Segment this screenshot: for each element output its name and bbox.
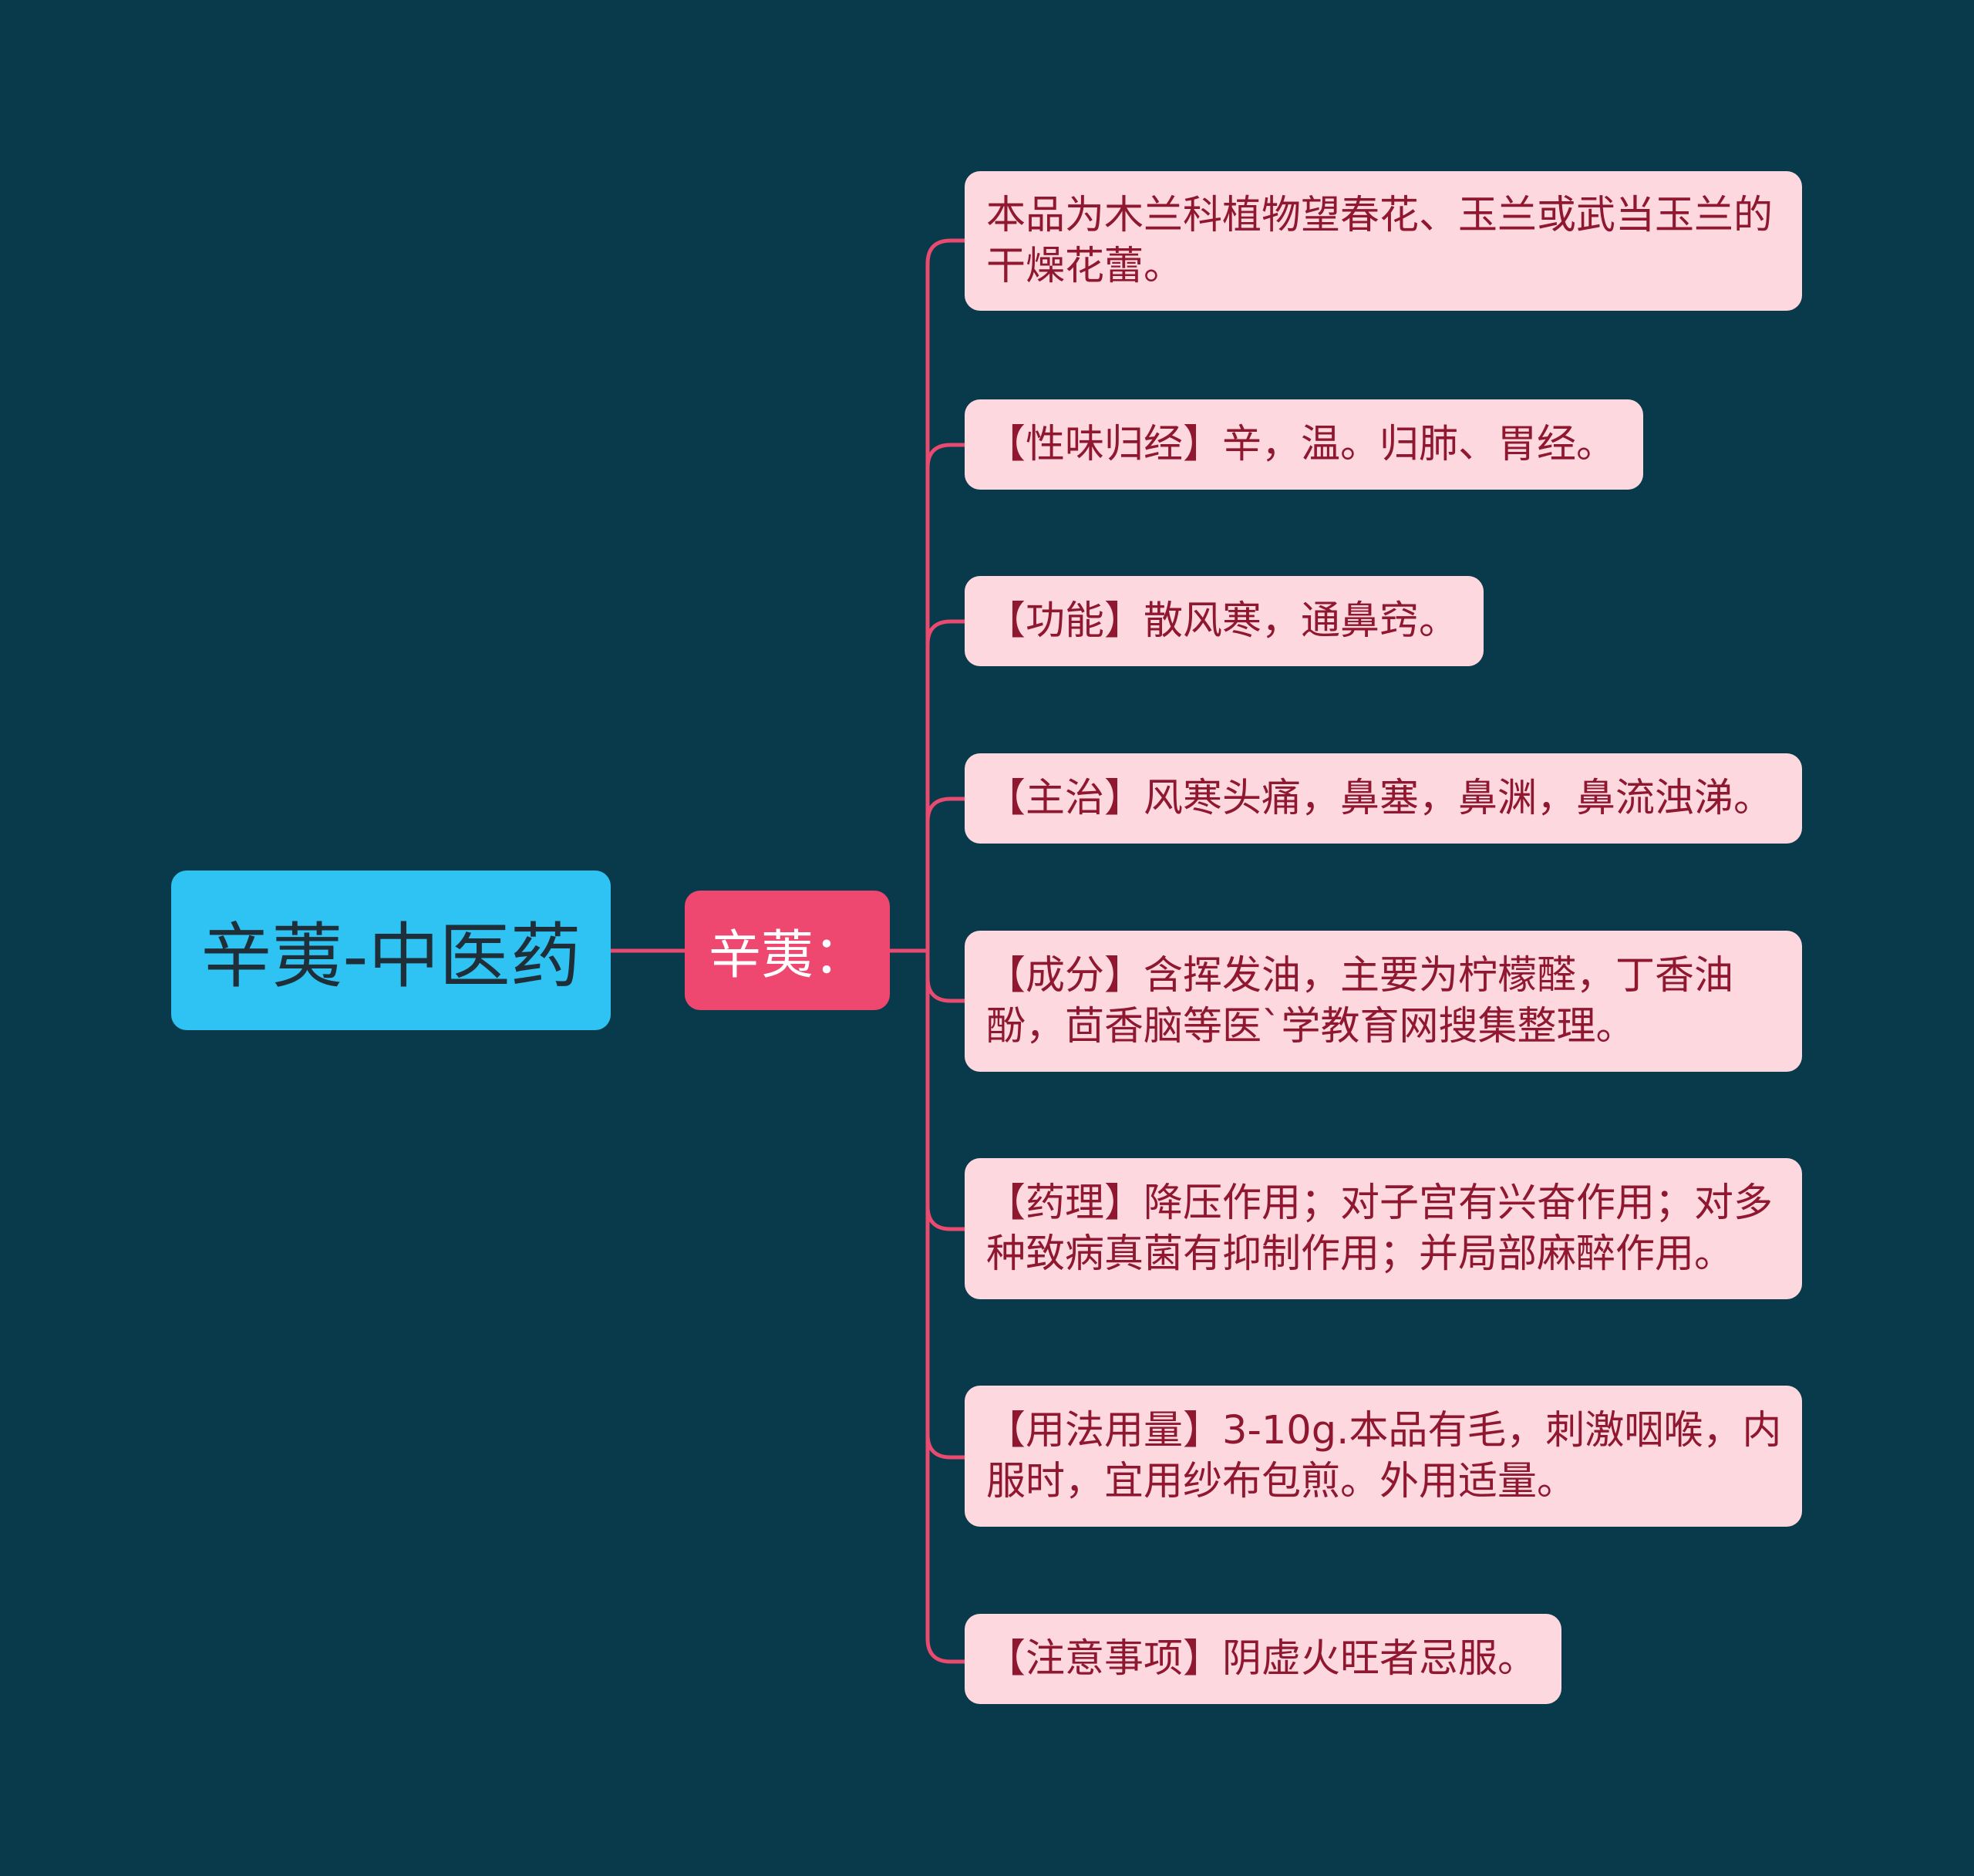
leaf-node-description[interactable]: 本品为木兰科植物望春花、玉兰或武当玉兰的干燥花蕾。 (965, 171, 1802, 311)
leaf-node-dosage[interactable]: 【用法用量】3-10g.本品有毛，刺激咽喉，内服时，宜用纱布包煎。外用适量。 (965, 1386, 1802, 1527)
leaf-node-label: 【注意事项】阴虚火旺者忌服。 (986, 1635, 1538, 1682)
leaf-connector-8 (925, 948, 967, 1664)
leaf-node-label: 【成分】含挥发油，主要为柠檬醛，丁香油酚，茴香脑等医`学教育网搜集整理。 (986, 952, 1734, 1049)
leaf-connector-5 (925, 948, 967, 1003)
leaf-connector-2 (925, 443, 967, 953)
leaf-connector-7 (925, 948, 967, 1460)
root-node[interactable]: 辛荑-中医药 (171, 871, 611, 1030)
leaf-node-label: 【药理】降压作用；对子宫有兴奋作用；对多种致病真菌有抑制作用；并局部麻醉作用。 (986, 1180, 1774, 1277)
leaf-node-label: 本品为木兰科植物望春花、玉兰或武当玉兰的干燥花蕾。 (986, 192, 1774, 289)
leaf-node-label: 【性味归经】辛，温。归肺、胃经。 (986, 421, 1616, 467)
leaf-node-label: 【功能】散风寒，通鼻窍。 (986, 598, 1459, 644)
leaf-node-nature[interactable]: 【性味归经】辛，温。归肺、胃经。 (965, 399, 1643, 490)
leaf-node-precautions[interactable]: 【注意事项】阴虚火旺者忌服。 (965, 1614, 1561, 1704)
leaf-connector-4 (925, 797, 967, 953)
branch-node[interactable]: 辛荑： (685, 891, 890, 1010)
leaf-node-function[interactable]: 【功能】散风寒，通鼻窍。 (965, 576, 1484, 666)
leaf-node-indications[interactable]: 【主治】风寒头痛，鼻塞，鼻渊，鼻流浊涕。 (965, 753, 1802, 844)
leaf-connector-1 (925, 238, 967, 953)
leaf-node-label: 【主治】风寒头痛，鼻塞，鼻渊，鼻流浊涕。 (986, 775, 1774, 821)
leaf-node-pharmacology[interactable]: 【药理】降压作用；对子宫有兴奋作用；对多种致病真菌有抑制作用；并局部麻醉作用。 (965, 1158, 1802, 1299)
leaf-connector-3 (925, 619, 967, 953)
root-node-label: 辛荑-中医药 (200, 915, 581, 998)
leaf-node-label: 【用法用量】3-10g.本品有毛，刺激咽喉，内服时，宜用纱布包煎。外用适量。 (986, 1407, 1782, 1504)
branch-node-label: 辛荑： (708, 925, 866, 986)
leaf-node-components[interactable]: 【成分】含挥发油，主要为柠檬醛，丁香油酚，茴香脑等医`学教育网搜集整理。 (965, 931, 1802, 1072)
